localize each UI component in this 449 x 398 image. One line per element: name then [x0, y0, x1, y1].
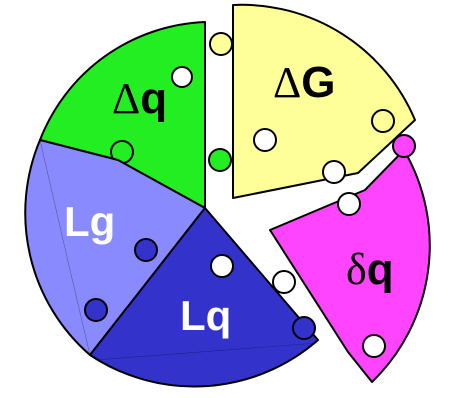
label-greek: δ	[346, 245, 367, 294]
piece-delta-G-shape	[232, 3, 416, 199]
puzzle-knob	[208, 148, 232, 172]
piece-Lg: Lg	[24, 139, 206, 356]
puzzle-knob	[337, 192, 361, 216]
puzzle-knob	[371, 109, 395, 133]
label-delta-q-upper: Δq	[112, 74, 167, 123]
puzzle-knob	[322, 160, 346, 184]
puzzle-knob	[209, 32, 233, 56]
puzzle-knob	[134, 238, 158, 262]
label-Lg: Lg	[64, 198, 115, 245]
puzzle-knob	[362, 334, 386, 358]
facet-line	[39, 139, 91, 356]
label-greek: Δ	[273, 58, 301, 107]
puzzle-knob	[210, 254, 234, 278]
label-delta-G: ΔG	[273, 58, 336, 107]
facet-line	[94, 342, 319, 361]
label-letter: q	[367, 245, 394, 294]
piece-delta-G: ΔG	[208, 3, 416, 199]
piece-small-delta-q: δq	[269, 134, 431, 383]
label-Lq: Lq	[180, 292, 231, 339]
puzzle-knob	[171, 66, 193, 88]
piece-Lq-shape	[89, 207, 319, 388]
piece-delta-q-upper: Δq	[39, 21, 206, 209]
puzzle-knob	[84, 298, 108, 322]
puzzle-knob	[292, 316, 316, 340]
puzzle-knob	[392, 134, 416, 158]
label-greek: Δ	[112, 74, 140, 123]
label-small-delta-q: δq	[346, 245, 394, 294]
piece-Lq: Lq	[89, 207, 319, 388]
puzzle-knob	[253, 128, 277, 152]
piece-Lg-shape	[24, 139, 206, 356]
puzzle-knob	[272, 270, 296, 294]
label-letter: G	[301, 58, 335, 107]
label-letter: q	[140, 74, 167, 123]
piece-small-delta-q-shape	[269, 149, 431, 383]
